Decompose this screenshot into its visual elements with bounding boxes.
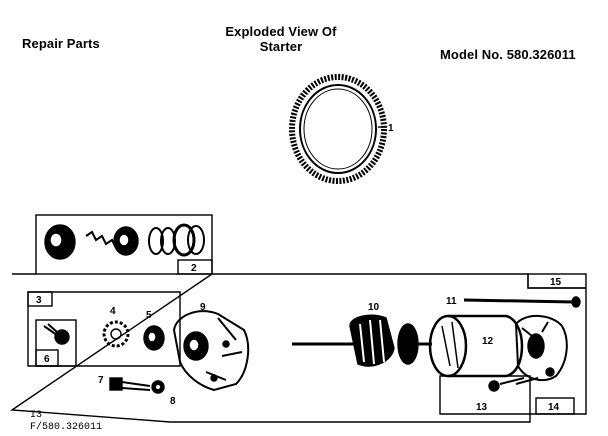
callout-8: 8 (170, 396, 176, 407)
commutator-end-cap (499, 315, 568, 385)
part-6-box (35, 319, 77, 367)
field-frame (428, 314, 524, 392)
drive-collar (143, 325, 165, 351)
callout-11: 11 (446, 296, 457, 307)
callout-15-box (527, 273, 587, 289)
callout-10: 10 (368, 302, 380, 313)
armature (292, 314, 432, 367)
callout-1: 1 (388, 123, 394, 134)
callout-14: 14 (548, 402, 560, 413)
bolt-and-nut (109, 377, 165, 394)
callout-5: 5 (146, 310, 152, 321)
starter-assembly-box (9, 273, 587, 423)
field-sub-box (439, 375, 531, 415)
footer-code: I3 F/580.326011 (30, 410, 102, 434)
footer-line-1: I3 (30, 410, 43, 421)
callout-15: 15 (550, 277, 562, 288)
callout-6: 6 (44, 354, 50, 365)
callout-4: 4 (110, 306, 116, 317)
title-line-2: Starter (259, 39, 303, 54)
callout-13: 13 (476, 402, 488, 413)
callout-7: 7 (98, 375, 104, 386)
repair-parts-heading: Repair Parts (22, 36, 100, 51)
footer-line-2: F/580.326011 (30, 422, 103, 433)
drive-kit-box (35, 214, 213, 275)
diagram-title: Exploded View Of Starter (196, 24, 366, 54)
callout-12: 12 (482, 336, 494, 347)
callout-2: 2 (191, 263, 197, 274)
pinion-sub-box (27, 291, 181, 367)
title-line-1: Exploded View Of (225, 24, 337, 39)
drive-end-housing (172, 310, 250, 392)
pinion-gear (102, 320, 130, 348)
model-number: Model No. 580.326011 (440, 47, 576, 62)
callout-3: 3 (36, 295, 42, 306)
ring-gear (289, 74, 387, 184)
through-bolt (463, 296, 581, 308)
callout-9: 9 (200, 302, 206, 313)
